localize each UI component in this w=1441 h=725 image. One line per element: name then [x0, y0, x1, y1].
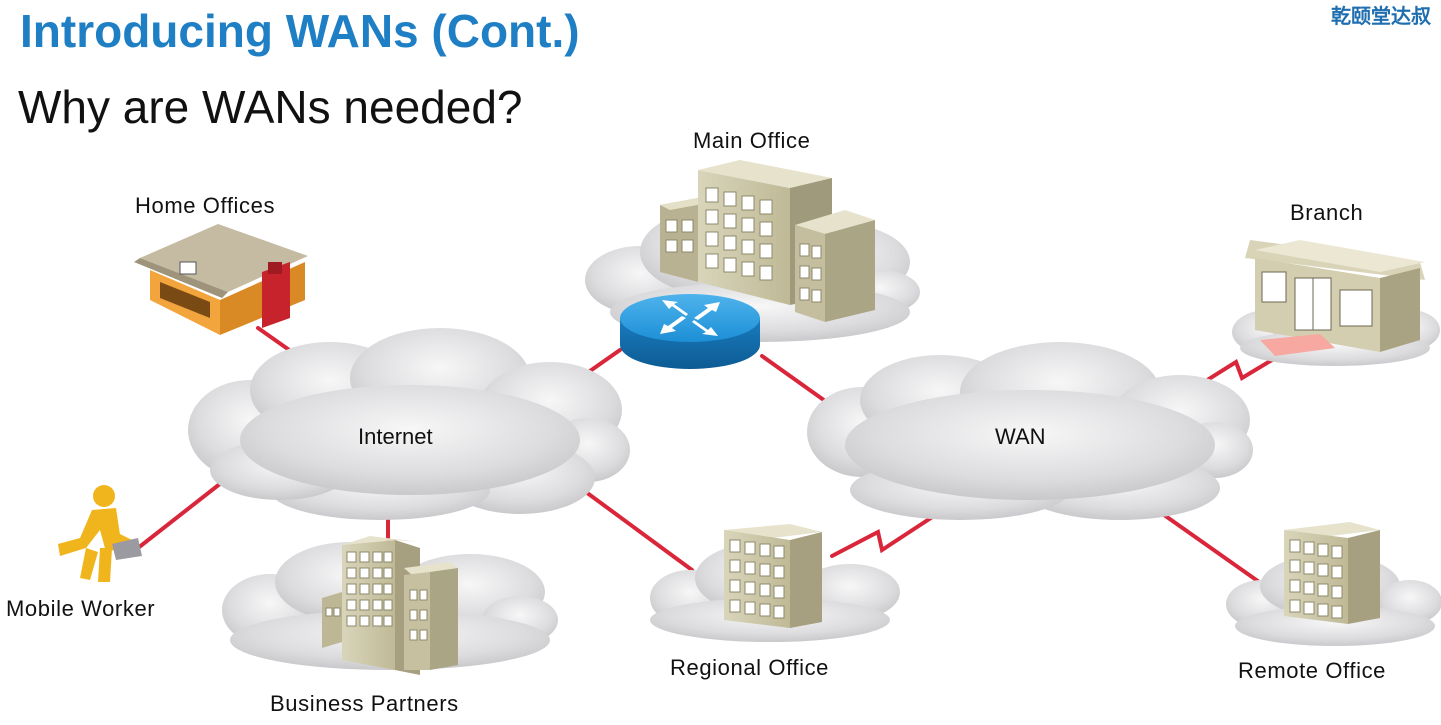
- link-router-wan: [760, 354, 837, 410]
- link-regional-wan-serial: [830, 510, 942, 558]
- router-icon: [620, 294, 760, 369]
- label-business-partners: Business Partners: [270, 691, 459, 716]
- label-main-office: Main Office: [693, 128, 811, 153]
- label-branch: Branch: [1290, 200, 1364, 225]
- label-internet-cloud: Internet: [358, 424, 433, 449]
- label-home-offices: Home Offices: [135, 193, 276, 218]
- watermark: 乾颐堂达叔: [1331, 4, 1431, 28]
- label-mobile-worker: Mobile Worker: [6, 596, 156, 621]
- business-partners-building-icon: [322, 536, 458, 675]
- main-office-building-icon: [660, 160, 875, 322]
- link-wan-branch-serial: [1183, 358, 1274, 396]
- slide-title: Introducing WANs (Cont.): [20, 5, 580, 57]
- slide-subtitle: Why are WANs needed?: [18, 81, 523, 133]
- label-regional-office: Regional Office: [670, 655, 830, 680]
- label-wan-cloud: WAN: [995, 424, 1046, 449]
- mobile-worker-icon: [58, 485, 142, 582]
- cloud-internet: [188, 328, 630, 520]
- cloud-wan: [807, 342, 1253, 520]
- link-mobile-internet: [136, 474, 232, 550]
- remote-office-building-icon: [1284, 522, 1380, 624]
- regional-office-building-icon: [724, 524, 822, 628]
- label-remote-office: Remote Office: [1238, 658, 1387, 683]
- branch-building-icon: [1245, 240, 1425, 356]
- home-office-icon: [134, 224, 308, 335]
